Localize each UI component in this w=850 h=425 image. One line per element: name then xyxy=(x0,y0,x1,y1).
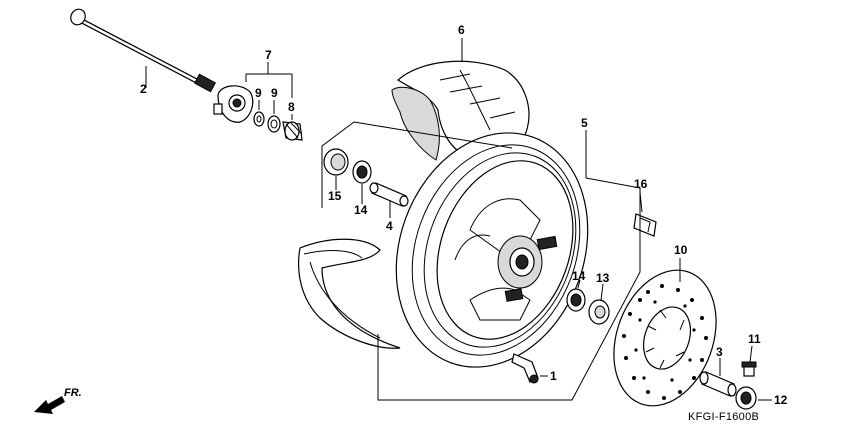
axle xyxy=(70,8,216,93)
speedometer-gearbox xyxy=(213,85,254,123)
nut xyxy=(735,386,757,410)
retainer xyxy=(282,121,303,141)
callout-clip: 16 xyxy=(634,177,648,191)
leader-lines xyxy=(145,38,772,401)
callout-bearing-right: 14 xyxy=(572,269,586,283)
callout-tire: 6 xyxy=(458,23,465,37)
callout-valve: 1 xyxy=(550,369,557,383)
seal-b xyxy=(267,115,281,133)
dust-seal-right xyxy=(588,299,610,325)
wheel-hub xyxy=(497,235,558,302)
direction-label: FR. xyxy=(64,387,82,399)
callout-nut: 12 xyxy=(774,393,788,407)
callout-axle: 2 xyxy=(140,82,147,96)
brake-disc xyxy=(613,269,717,407)
valve xyxy=(511,353,539,384)
callout-bearing-left: 14 xyxy=(354,203,368,217)
callout-distance-collar: 4 xyxy=(386,219,393,233)
bearing-left xyxy=(352,160,372,184)
callout-bolt: 11 xyxy=(748,332,761,346)
callout-seal-b: 9 xyxy=(271,86,278,100)
collar xyxy=(699,371,737,397)
callout-collar: 3 xyxy=(716,345,723,359)
callout-speedometer-gearbox-group: 7 xyxy=(265,48,272,62)
front-direction-arrow: FR. xyxy=(34,387,82,414)
callout-dust-seal: 15 xyxy=(328,189,342,203)
dust-seal xyxy=(323,148,349,176)
callout-seal-a: 9 xyxy=(255,86,262,100)
drawing-code: KFGI-F1600B xyxy=(688,411,759,423)
front-fender xyxy=(298,238,401,349)
distance-collar xyxy=(369,182,409,207)
callout-retainer: 8 xyxy=(288,100,295,114)
wheel xyxy=(395,132,589,368)
clip xyxy=(633,213,657,237)
bolt xyxy=(741,361,757,377)
seal-a xyxy=(253,111,265,127)
callout-dust-seal-right: 13 xyxy=(596,271,610,285)
callout-brake-disc: 10 xyxy=(674,243,688,257)
callout-wheel-assembly: 5 xyxy=(581,116,588,130)
bearing-right xyxy=(566,288,586,312)
